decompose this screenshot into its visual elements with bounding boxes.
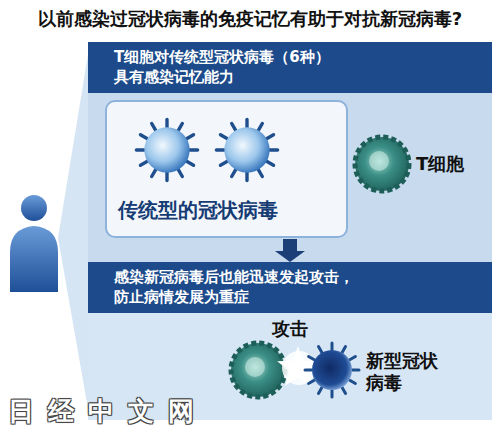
flow-arrow xyxy=(275,239,305,262)
virus-box: 传统型的冠状病毒 xyxy=(105,100,348,238)
old-virus xyxy=(216,119,277,180)
band-text: 感染新冠病毒后也能迅速发起攻击， 防止病情发展为重症 xyxy=(114,267,399,308)
t-cell xyxy=(231,343,285,397)
band-text: T细胞对传统型冠状病毒（6种） 具有感染记忆能力 xyxy=(114,47,364,88)
person-head xyxy=(21,195,47,221)
cell-label: T细胞 xyxy=(416,153,464,175)
callout-wedge xyxy=(58,42,90,420)
box-text: 传统型的冠状病毒 xyxy=(118,198,346,222)
new-virus xyxy=(305,343,359,397)
old-virus xyxy=(136,119,197,180)
diagram-title: 以前感染过冠状病毒的免疫记忆有助于对抗新冠病毒? xyxy=(0,7,500,30)
virus-label: 新型冠状病毒 xyxy=(366,350,440,393)
watermark: 日经中文网 xyxy=(8,396,208,427)
panel-ground xyxy=(88,42,492,420)
t-cell xyxy=(355,137,409,191)
header-band: 感染新冠病毒后也能迅速发起攻击， 防止病情发展为重症 xyxy=(88,262,492,313)
action-label: 攻击 xyxy=(272,318,308,340)
person-body xyxy=(10,226,58,292)
header-band: T细胞对传统型冠状病毒（6种） 具有感染记忆能力 xyxy=(88,42,492,93)
